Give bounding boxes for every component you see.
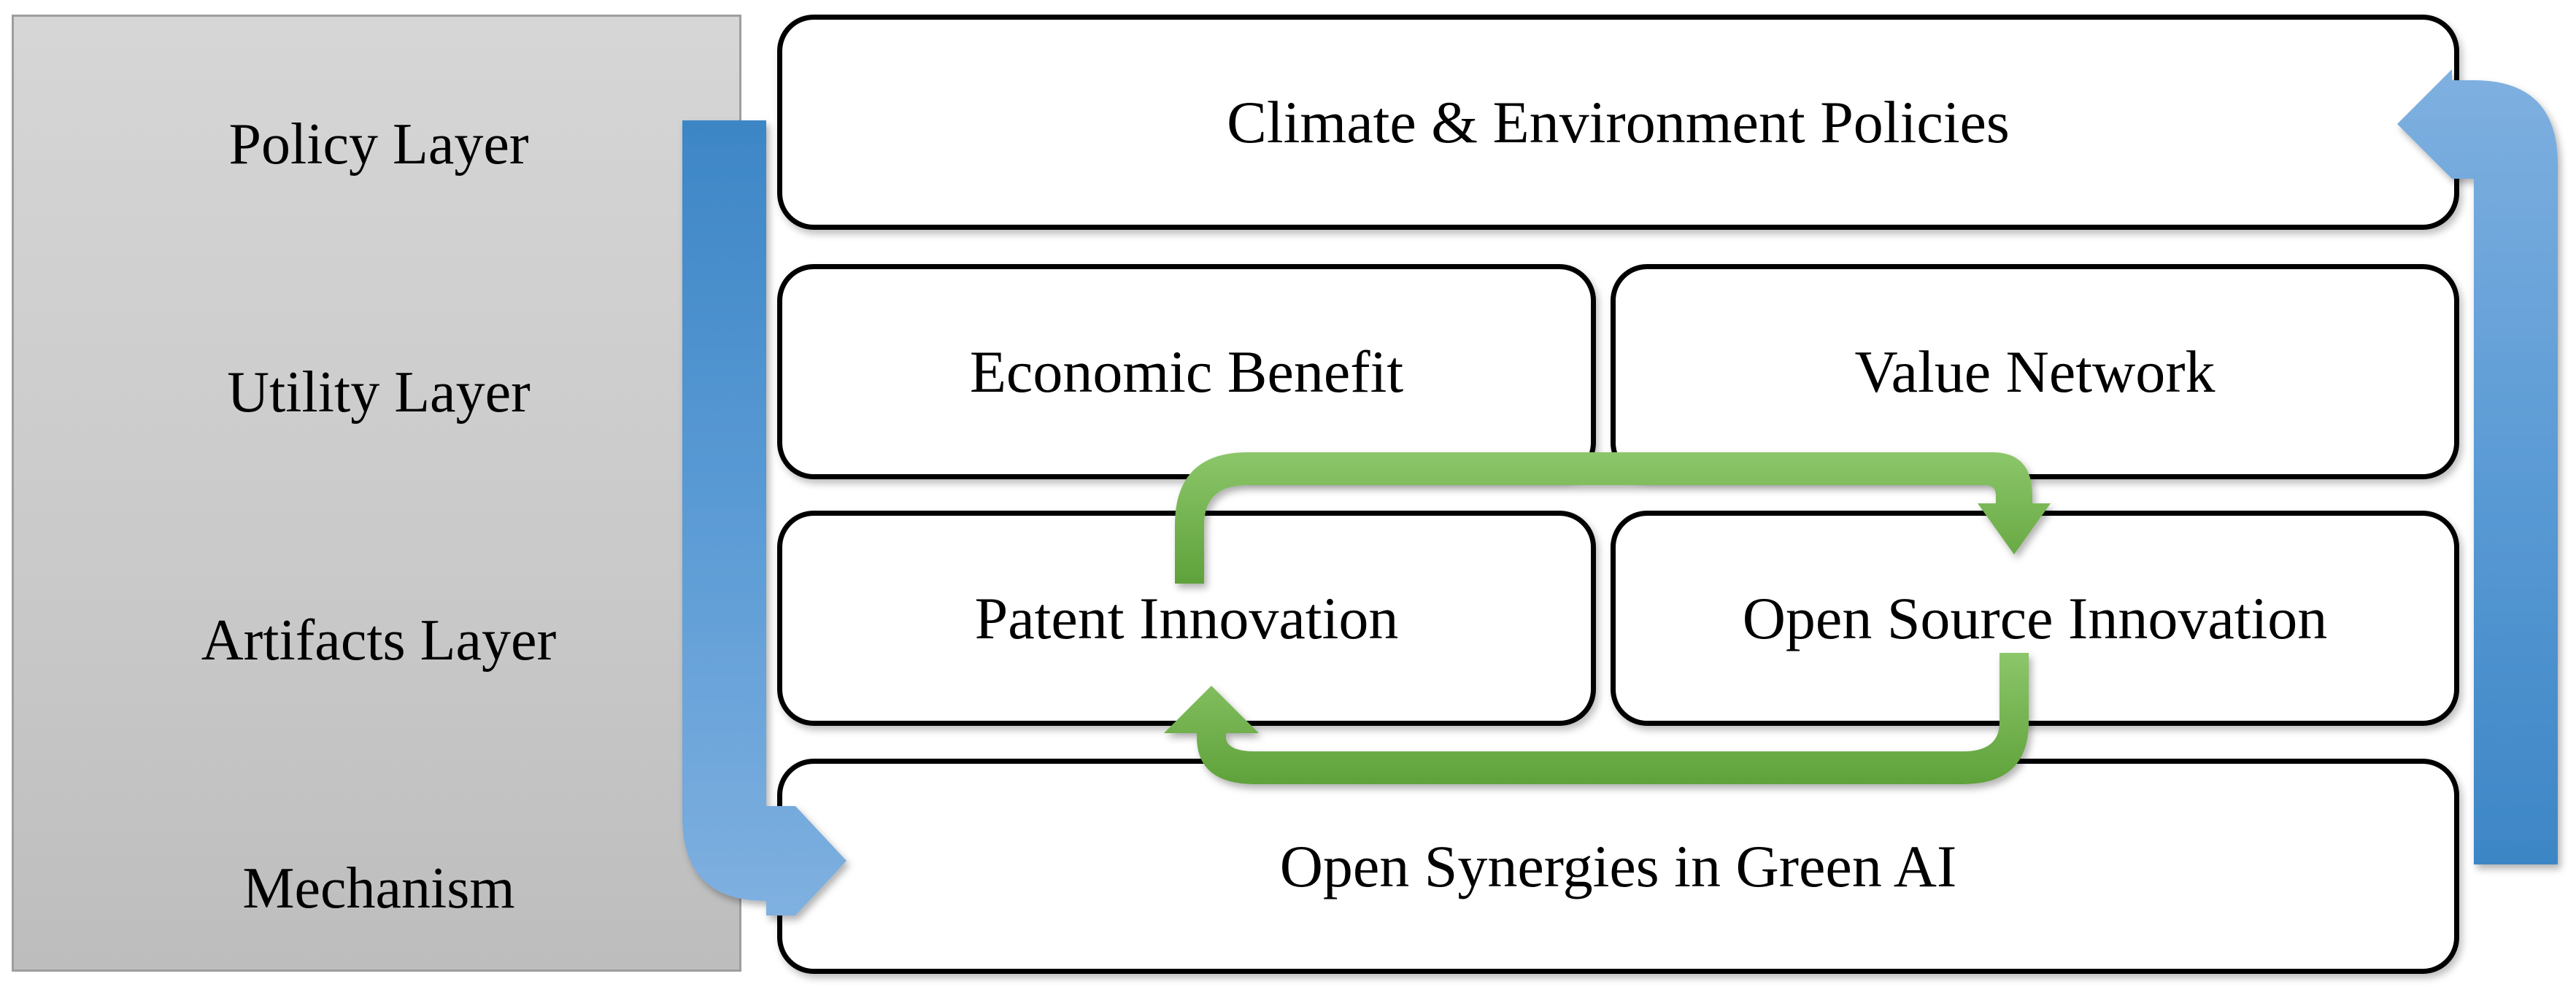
layer-label-artifacts: Artifacts Layer [201, 608, 557, 673]
value-network-box: Value Network [1611, 264, 2459, 479]
layer-label-mechanism: Mechanism [242, 856, 515, 921]
policy-box-label: Climate & Environment Policies [1227, 88, 2010, 155]
mechanism-box: Open Synergies in Green AI [777, 759, 2459, 974]
economic-benefit-label: Economic Benefit [969, 338, 1404, 405]
open-source-innovation-box: Open Source Innovation [1611, 511, 2459, 726]
patent-innovation-box: Patent Innovation [777, 511, 1596, 726]
layer-label-utility: Utility Layer [227, 360, 531, 425]
value-network-label: Value Network [1854, 338, 2216, 405]
mechanism-box-label: Open Synergies in Green AI [1279, 832, 1957, 899]
open-source-innovation-label: Open Source Innovation [1742, 584, 2328, 651]
layer-label-panel: Policy Layer Utility Layer Artifacts Lay… [12, 15, 741, 972]
policy-box: Climate & Environment Policies [777, 15, 2459, 230]
economic-benefit-box: Economic Benefit [777, 264, 1596, 479]
patent-innovation-label: Patent Innovation [974, 584, 1399, 651]
layer-label-policy: Policy Layer [228, 112, 529, 177]
